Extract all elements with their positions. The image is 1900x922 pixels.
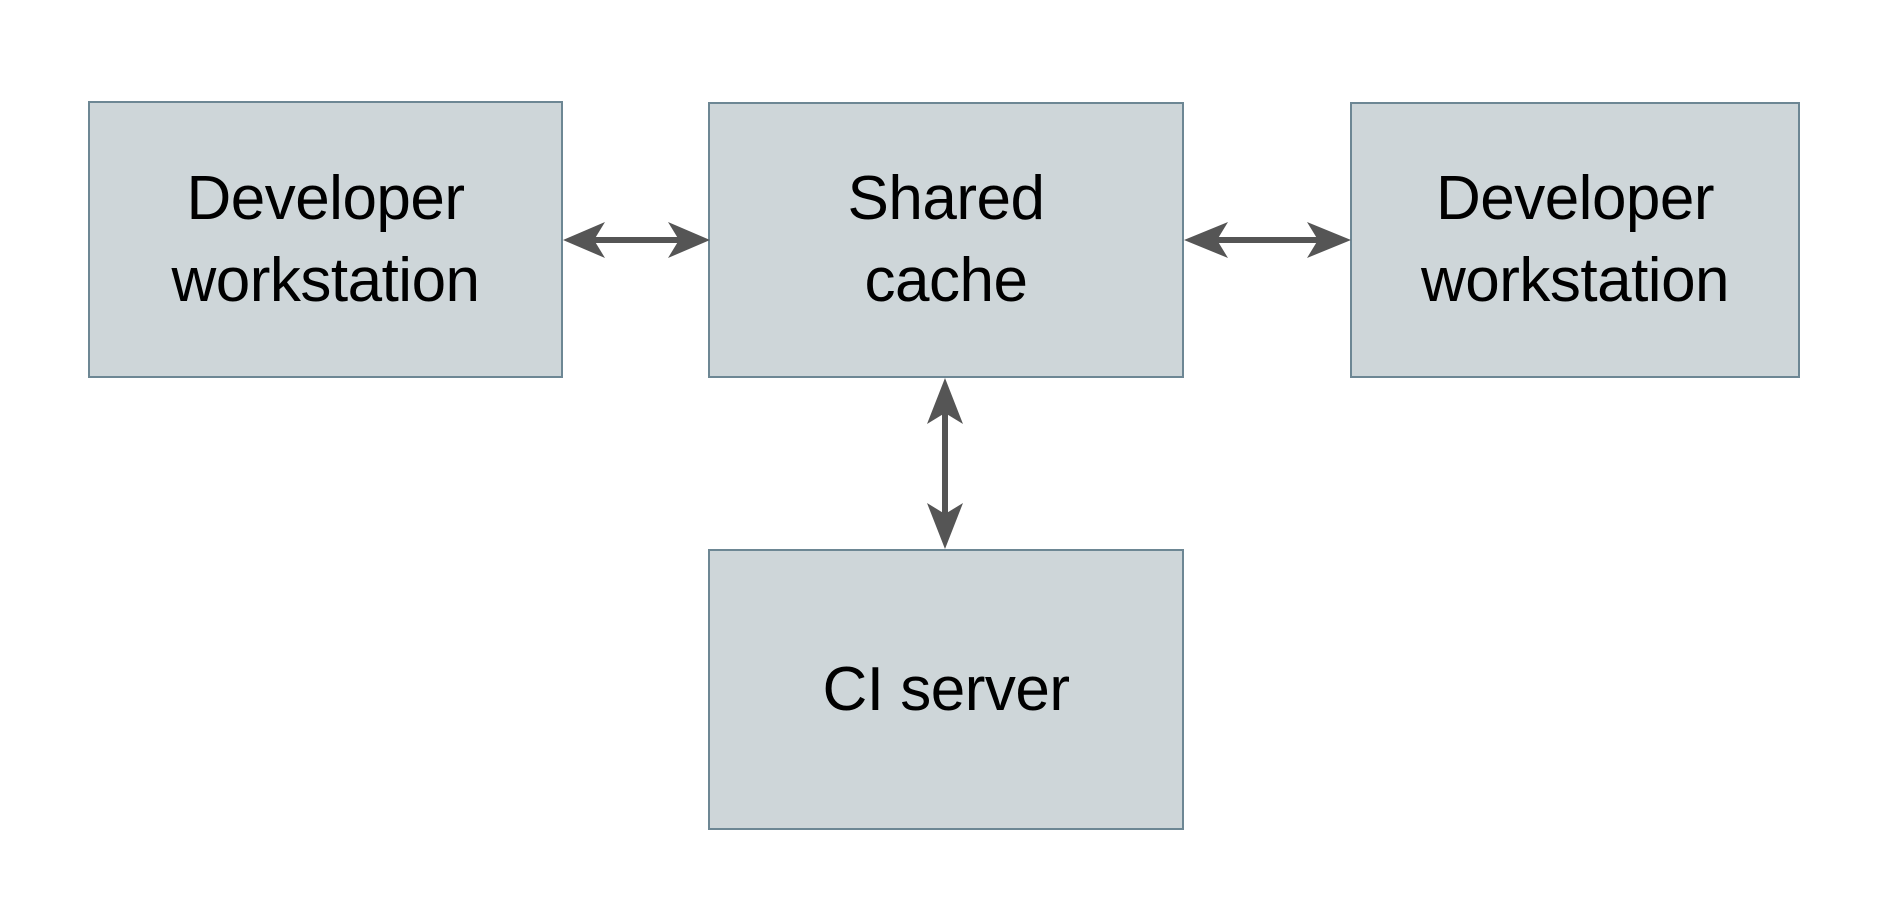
node-label-ci-server: CI server (822, 654, 1070, 724)
node-label-developer-workstation-right: Developer workstation (1420, 164, 1730, 315)
double-arrow-horizontal-icon (563, 222, 710, 258)
node-label-shared-cache: Shared cache (847, 164, 1045, 315)
edge-ci-to-cache[interactable] (921, 378, 969, 549)
double-arrow-horizontal-icon (1184, 222, 1351, 258)
node-label-developer-workstation-left: Developer workstation (171, 163, 480, 315)
node-developer-workstation-right[interactable]: Developer workstation (1350, 102, 1800, 378)
double-arrow-vertical-icon (927, 378, 963, 549)
edge-left-dev-to-cache[interactable] (563, 216, 710, 264)
node-shared-cache[interactable]: Shared cache (708, 102, 1184, 378)
node-ci-server[interactable]: CI server (708, 549, 1184, 830)
node-developer-workstation-left[interactable]: Developer workstation (88, 101, 563, 378)
edge-cache-to-right-dev[interactable] (1184, 216, 1351, 264)
